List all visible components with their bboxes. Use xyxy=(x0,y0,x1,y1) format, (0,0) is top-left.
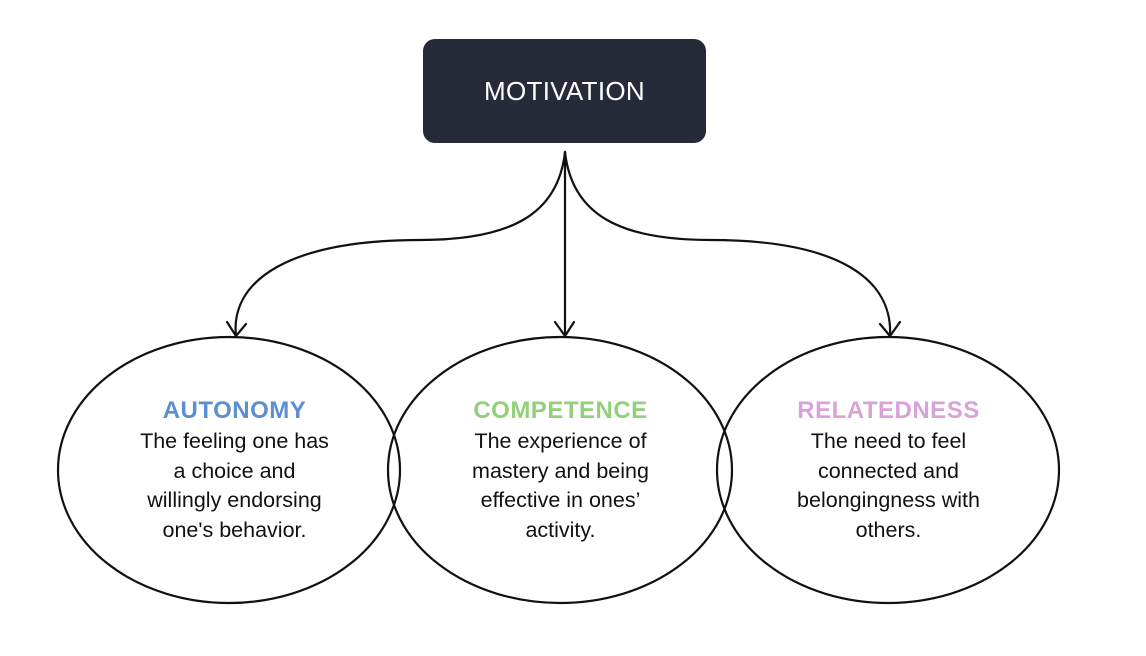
description-line: The need to feel xyxy=(810,429,967,453)
arrow-to-relatedness xyxy=(563,150,892,338)
competence-circle xyxy=(386,335,734,605)
arrowhead-autonomy xyxy=(225,320,248,338)
description-line: activity. xyxy=(525,517,596,542)
competence-description: The experience of mastery and being effe… xyxy=(472,427,649,545)
description-line: connected and xyxy=(817,458,960,483)
competence-node: COMPETENCE The experience of mastery and… xyxy=(428,396,693,545)
root-label: MOTIVATION xyxy=(484,75,645,106)
description-line: belongingness with xyxy=(797,488,980,512)
relatedness-node: RELATEDNESS The need to feel connected a… xyxy=(756,396,1021,545)
autonomy-description: The feeling one has a choice and willing… xyxy=(140,427,329,545)
motivation-root-box: MOTIVATION xyxy=(423,39,706,143)
autonomy-node: AUTONOMY The feeling one has a choice an… xyxy=(102,396,367,545)
description-line: The feeling one has xyxy=(140,429,329,453)
relatedness-description: The need to feel connected and belonging… xyxy=(797,427,980,545)
description-line: The experience of xyxy=(474,429,647,453)
description-line: others. xyxy=(855,517,922,542)
competence-title: COMPETENCE xyxy=(473,397,648,424)
relatedness-title: RELATEDNESS xyxy=(797,397,980,424)
relatedness-circle xyxy=(715,335,1061,605)
description-line: a choice and xyxy=(173,458,296,483)
description-line: mastery and being xyxy=(472,458,649,483)
description-line: one's behavior. xyxy=(162,517,307,542)
arrow-to-autonomy xyxy=(234,150,567,338)
description-line: effective in ones’ xyxy=(480,488,641,512)
autonomy-circle xyxy=(56,335,402,605)
description-line: willingly endorsing xyxy=(147,488,322,512)
autonomy-title: AUTONOMY xyxy=(162,397,307,424)
